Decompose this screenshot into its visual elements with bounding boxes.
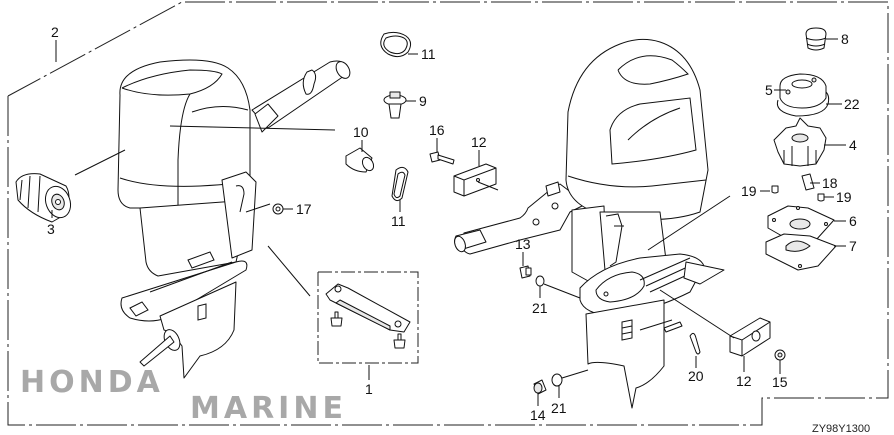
callout-14: 14 — [530, 407, 546, 423]
part-9-thermostat — [383, 91, 407, 119]
callout-6: 6 — [849, 213, 857, 229]
part-17-washer — [272, 203, 284, 215]
part-22-gasket — [776, 91, 830, 117]
callout-3: 3 — [47, 221, 55, 237]
part-4-impeller — [773, 117, 827, 167]
callout-22: 22 — [844, 96, 860, 112]
callout-labels: 2 3 1 11 9 10 11 17 16 12 13 21 14 21 20… — [47, 24, 860, 423]
part-12-anode-upper — [453, 163, 497, 197]
watermark-line2: MARINE — [190, 391, 347, 426]
leader-lines — [51, 38, 846, 406]
part-16-bolt — [429, 151, 455, 165]
callout-7: 7 — [849, 238, 857, 254]
callout-19-right: 19 — [836, 189, 852, 205]
callout-15: 15 — [772, 374, 788, 390]
outboard-motor-left — [117, 59, 351, 379]
diagram-code: ZY98Y1300 — [812, 423, 870, 435]
part-21-washer-upper — [535, 275, 545, 287]
kit-frame — [7, 1, 889, 426]
part-5-pump-housing — [779, 73, 827, 109]
part-7-gasket — [765, 233, 837, 271]
part-20-cotter-pin — [689, 332, 701, 355]
part-11-seal-ring-lower — [391, 166, 409, 202]
part-14-drain-plug — [533, 379, 547, 395]
callout-12-upper: 12 — [471, 134, 487, 150]
watermark-line1: HONDA — [20, 365, 164, 400]
callout-9: 9 — [419, 93, 427, 109]
part-12-anode-lower — [729, 317, 771, 357]
part-19-dowel-pins — [771, 185, 825, 202]
callout-17: 17 — [296, 201, 312, 217]
part-3-oil-filter — [15, 173, 72, 223]
callout-11-lower: 11 — [391, 213, 406, 229]
callout-4: 4 — [849, 137, 857, 153]
outboard-motor-right — [454, 38, 725, 409]
part-18-key — [801, 173, 815, 191]
watermark-logo: HONDA MARINE — [20, 365, 347, 426]
part-11-seal-ring-top — [380, 31, 412, 58]
callout-20: 20 — [688, 368, 704, 384]
part-1-anode-kit — [317, 271, 419, 364]
callout-16: 16 — [429, 122, 445, 138]
callout-13: 13 — [515, 236, 531, 252]
part-10-sensor — [345, 147, 375, 173]
callout-8: 8 — [841, 31, 849, 47]
callout-2: 2 — [51, 24, 59, 40]
callout-11-top: 11 — [421, 46, 436, 62]
callout-1: 1 — [365, 381, 373, 397]
callout-18: 18 — [822, 175, 838, 191]
callout-12-lower: 12 — [736, 373, 752, 389]
part-15-nut — [774, 349, 786, 361]
part-13-bolt — [519, 265, 532, 279]
callout-21-upper: 21 — [532, 300, 548, 316]
part-21-washer-lower — [551, 373, 563, 387]
callout-5: 5 — [765, 82, 773, 98]
callout-21-lower: 21 — [551, 400, 567, 416]
part-8-grommet — [805, 27, 827, 51]
callout-10: 10 — [353, 124, 369, 140]
callout-19-left: 19 — [741, 183, 757, 199]
